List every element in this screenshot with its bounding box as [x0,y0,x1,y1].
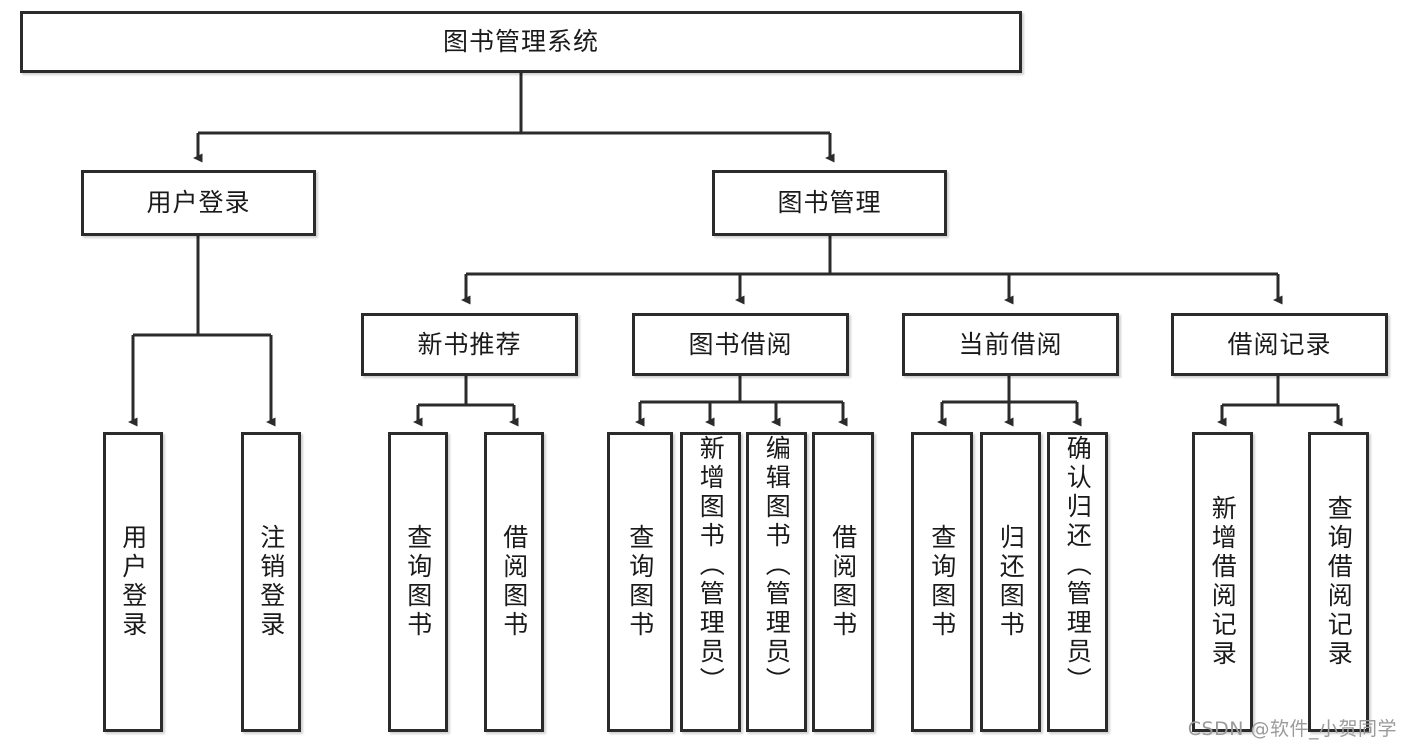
node-leaf-query-book-3[interactable]: 查询图书 [911,432,973,732]
node-leaf-return-book-label: 归还图书 [996,524,1026,640]
node-user-login[interactable]: 用户登录 [81,170,316,236]
node-leaf-user-login[interactable]: 用户登录 [103,432,163,732]
node-root-system[interactable]: 图书管理系统 [20,11,1022,73]
node-leaf-confirm-return[interactable]: 确认归还（管理员） [1047,432,1108,732]
node-user-login-label: 用户登录 [146,188,251,218]
node-leaf-borrow-book-2[interactable]: 借阅图书 [812,432,874,732]
node-leaf-logout-login[interactable]: 注销登录 [241,432,301,732]
node-leaf-borrow-book-1-label: 借阅图书 [499,524,529,640]
node-leaf-confirm-return-label: 确认归还（管理员） [1063,435,1093,696]
node-borrow-record-label: 借阅记录 [1227,329,1332,359]
node-book-management[interactable]: 图书管理 [712,170,947,236]
node-leaf-user-login-label: 用户登录 [118,524,148,640]
node-leaf-edit-book-label: 编辑图书（管理员） [762,435,792,696]
node-new-book-recommend-label: 新书推荐 [417,329,522,359]
node-book-management-label: 图书管理 [777,188,882,218]
node-new-book-recommend[interactable]: 新书推荐 [361,313,578,376]
node-current-borrow-label: 当前借阅 [958,329,1063,359]
node-leaf-add-book[interactable]: 新增图书（管理员） [680,432,741,732]
node-leaf-query-book-2[interactable]: 查询图书 [607,432,673,732]
node-current-borrow[interactable]: 当前借阅 [902,313,1119,376]
node-root-system-label: 图书管理系统 [442,27,599,57]
node-leaf-query-book-2-label: 查询图书 [625,524,655,640]
node-leaf-query-book-1[interactable]: 查询图书 [388,432,448,732]
node-leaf-query-book-1-label: 查询图书 [403,524,433,640]
node-book-borrow[interactable]: 图书借阅 [632,313,849,376]
node-leaf-query-record-label: 查询借阅记录 [1324,495,1354,669]
node-leaf-add-book-label: 新增图书（管理员） [696,435,726,696]
node-leaf-add-record-label: 新增借阅记录 [1208,495,1238,669]
node-book-borrow-label: 图书借阅 [688,329,793,359]
node-leaf-edit-book[interactable]: 编辑图书（管理员） [746,432,807,732]
node-leaf-return-book[interactable]: 归还图书 [980,432,1041,732]
node-leaf-borrow-book-2-label: 借阅图书 [828,524,858,640]
node-leaf-query-record[interactable]: 查询借阅记录 [1308,432,1369,732]
node-borrow-record[interactable]: 借阅记录 [1171,313,1388,376]
node-leaf-add-record[interactable]: 新增借阅记录 [1192,432,1253,732]
node-leaf-logout-login-label: 注销登录 [256,524,286,640]
csdn-watermark: CSDN @软件_小贺同学 [1187,718,1397,740]
node-leaf-borrow-book-1[interactable]: 借阅图书 [484,432,544,732]
node-leaf-query-book-3-label: 查询图书 [927,524,957,640]
